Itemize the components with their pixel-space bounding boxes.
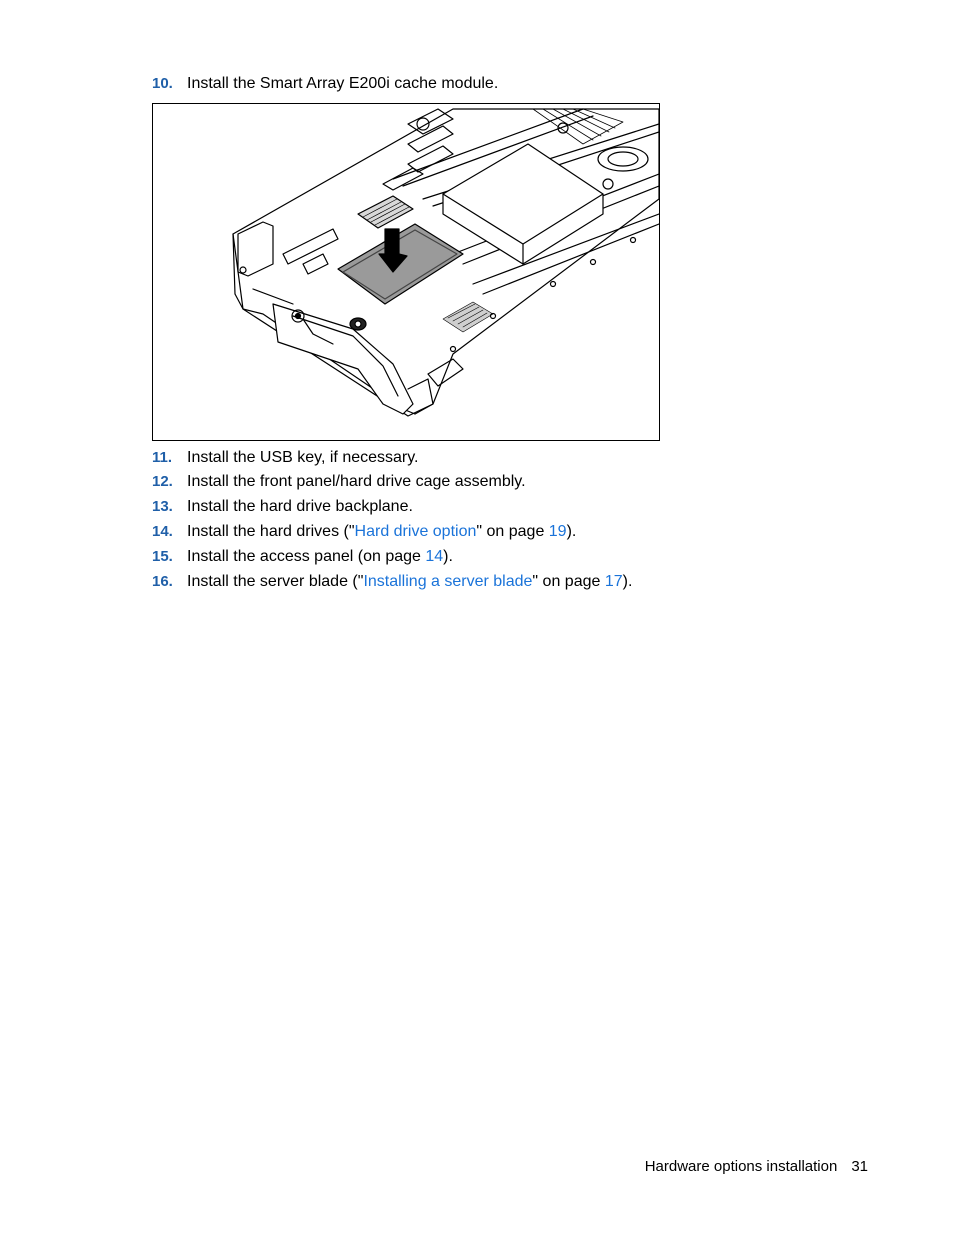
page-19-link[interactable]: 19 [548,523,567,540]
step-number: 15. [152,548,173,565]
step-text-pre: Install the hard drives (" [187,523,355,540]
step-text: Install the USB key, if necessary. [187,449,419,466]
installing-server-blade-link[interactable]: Installing a server blade [363,573,533,590]
step-text-post: ). [566,523,577,540]
step-13: 13. Install the hard drive backplane. [152,497,413,517]
footer-page-number: 31 [851,1158,868,1175]
step-16: 16. Install the server blade ("Installing… [152,572,632,592]
step-number: 16. [152,573,173,590]
page-footer: Hardware options installation 31 [645,1158,868,1175]
step-text: Install the hard drive backplane. [187,498,413,515]
step-text-mid: " on page [476,523,549,540]
step-11: 11. Install the USB key, if necessary. [152,448,419,468]
step-number: 12. [152,473,173,490]
page-17-link[interactable]: 17 [604,573,623,590]
step-text-post: ). [443,548,453,565]
step-number: 13. [152,498,173,515]
step-text-pre: Install the access panel (on page [187,548,426,565]
hard-drive-option-link[interactable]: Hard drive option [354,523,477,540]
page-14-link[interactable]: 14 [425,548,444,565]
step-15: 15. Install the access panel (on page 14)… [152,547,453,567]
cache-module-illustration [152,103,660,441]
step-text-mid: " on page [532,573,605,590]
step-text-post: ). [622,573,633,590]
step-text-pre: Install the server blade (" [187,573,364,590]
step-text: Install the Smart Array E200i cache modu… [187,75,499,92]
step-10: 10. Install the Smart Array E200i cache m… [152,74,498,94]
step-number: 10. [152,75,173,92]
step-number: 14. [152,523,173,540]
step-text: Install the front panel/hard drive cage … [187,473,526,490]
step-12: 12. Install the front panel/hard drive ca… [152,472,526,492]
step-number: 11. [152,449,173,466]
footer-section-title: Hardware options installation [644,1158,838,1175]
step-14: 14. Install the hard drives ("Hard drive … [152,522,576,542]
